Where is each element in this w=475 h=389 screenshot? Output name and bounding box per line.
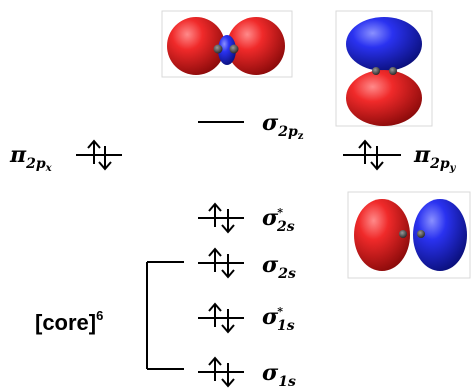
core-label: [core]6: [35, 308, 103, 335]
sigma-star-2s-orbital-image: [347, 191, 471, 279]
electron-pair: [87, 139, 112, 171]
lobe-positive-right: [227, 17, 285, 75]
label-pi-2py: π2py: [413, 142, 457, 174]
lobe-negative-center: [218, 35, 236, 65]
label-sigma-2s: σ2s: [262, 252, 296, 282]
label-sigma-2pz: σ2pz: [262, 110, 304, 142]
lobe-negative-top: [346, 17, 422, 71]
level-sigma-2s: σ2s: [198, 247, 296, 282]
level-sigma-star-1s: σ*1s: [198, 302, 295, 334]
nucleus: [399, 230, 407, 238]
nucleus: [372, 67, 380, 75]
nucleus: [229, 44, 239, 54]
lobe-negative-right: [413, 199, 467, 271]
level-sigma-star-2s: σ*2s: [198, 202, 295, 235]
lobe-positive-left: [167, 17, 225, 75]
level-pi-2px: π2px: [9, 139, 122, 174]
label-sigma-1s: σ1s: [262, 360, 296, 389]
pi-2py-orbital-image: [335, 10, 433, 127]
core-bracket: [core]6: [35, 261, 184, 370]
level-sigma-2pz: σ2pz: [198, 110, 304, 142]
nucleus: [389, 67, 397, 75]
sigma-2pz-orbital-image: [161, 10, 293, 78]
lobe-positive-bottom: [346, 70, 422, 126]
lobe-positive-left: [354, 199, 410, 271]
label-sigma-star-1s: σ*1s: [262, 304, 295, 334]
label-sigma-star-2s: σ*2s: [262, 205, 295, 235]
label-pi-2px: π2px: [9, 142, 53, 174]
nucleus: [213, 44, 223, 54]
level-sigma-1s: σ1s: [198, 356, 296, 389]
nucleus: [417, 230, 425, 238]
electron-pair: [358, 139, 384, 171]
level-pi-2py: π2py: [343, 139, 457, 174]
